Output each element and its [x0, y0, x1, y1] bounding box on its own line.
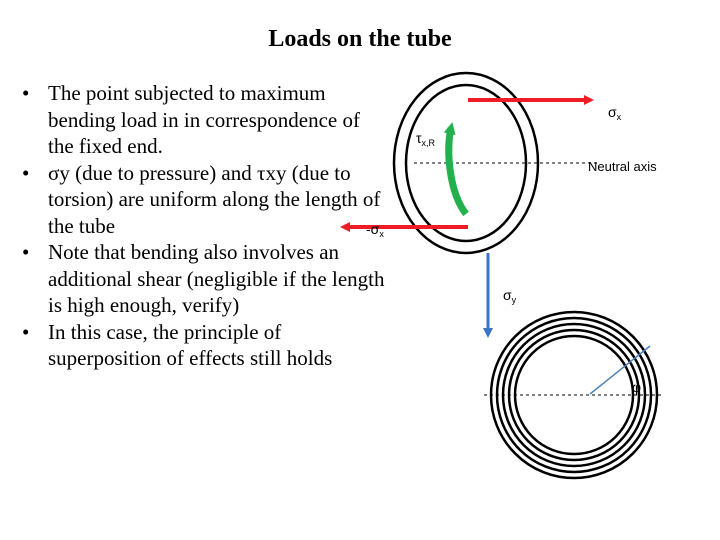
bullet-dot: • [22, 319, 30, 344]
bullet-text: Note that bending also involves an addit… [48, 240, 385, 317]
bullet-dot: • [22, 240, 30, 264]
bullet-text: σy (due to pressure) and τxy (due to tor… [48, 160, 381, 238]
bullet-item-1: • The point subjected to maximum bending… [18, 80, 390, 160]
sigma-x-label: σx [608, 104, 622, 122]
tube-outer-ellipse [392, 71, 540, 255]
bullet-item-3: • Note that bending also involves an add… [18, 239, 390, 319]
neg-sigma-x-label: -σx [366, 221, 384, 239]
bullet-list: • The point subjected to maximum bending… [18, 80, 390, 372]
tau-x-r-arrow [443, 122, 469, 217]
tube-inner-ellipse [404, 83, 528, 243]
phi-label: φ [632, 379, 641, 395]
bullet-item-4: • In this case, the principle of superpo… [18, 319, 390, 372]
bullet-dot: • [22, 81, 30, 105]
slide-title: Loads on the tube [268, 26, 452, 52]
neutral-axis-label: Neutral axis [588, 159, 657, 174]
tau-x-r-label: τx,R [416, 130, 436, 148]
bullet-dot: • [22, 160, 30, 185]
sigma-y-label: σy [503, 287, 517, 305]
bullet-text: In this case, the principle of superposi… [48, 319, 333, 371]
bullet-item-2: • σy (due to pressure) and τxy (due to t… [18, 160, 390, 240]
phi-radius-line [589, 345, 651, 395]
bullet-text: The point subjected to maximum bending l… [48, 81, 360, 158]
